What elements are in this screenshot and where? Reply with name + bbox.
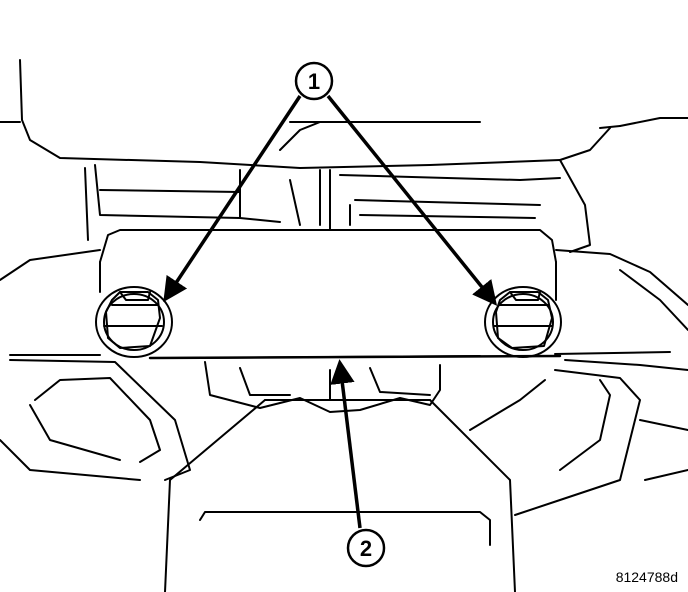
leader-2 (330, 359, 362, 529)
callout-1-label: 1 (308, 69, 320, 94)
callout-2: 2 (346, 528, 386, 568)
leader-1-right (326, 94, 498, 306)
callout-1: 1 (294, 61, 334, 101)
lower-structure (0, 359, 688, 592)
bolt-left (95, 286, 173, 358)
figure-reference-code: 8124788d (616, 569, 678, 585)
callout-2-label: 2 (360, 536, 372, 561)
leader-1-left (163, 95, 302, 303)
callout-1-circle (294, 61, 334, 101)
upper-structure (0, 59, 688, 253)
mount-bracket (0, 229, 688, 331)
callout-2-circle (346, 528, 386, 568)
crossmember (9, 351, 671, 360)
leader-arrows (163, 94, 498, 529)
bolt-right (484, 286, 562, 358)
